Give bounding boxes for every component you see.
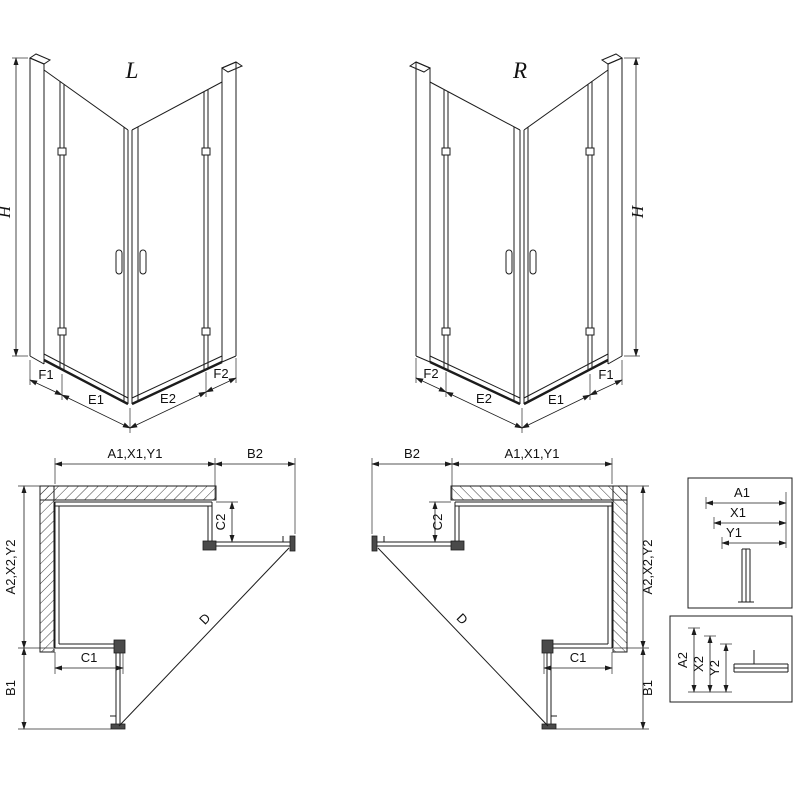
plan-right-b2-label: B2	[404, 446, 420, 461]
iso-right-dim-f2: F2	[423, 366, 438, 381]
plan-right-width-label: A1,X1,Y1	[505, 446, 560, 461]
iso-left-dim-e2: E2	[160, 391, 176, 406]
detail-x1-label: X1	[730, 505, 746, 520]
plan-left-drawing	[18, 458, 295, 729]
detail-box-width-profile: A1 X1 Y1	[687, 477, 793, 609]
iso-right-height-label: H	[628, 204, 647, 219]
detail-box-depth-profile: A2 X2 Y2	[669, 615, 793, 703]
iso-right-title: R	[512, 58, 527, 83]
plan-right-depth-label: A2,X2,Y2	[640, 540, 655, 595]
plan-left-c2-label: C2	[213, 514, 228, 531]
iso-left-dim-f2: F2	[213, 366, 228, 381]
plan-left-c1-label: C1	[81, 650, 98, 665]
detail-y1-label: Y1	[726, 525, 742, 540]
iso-left-dim-e1: E1	[88, 392, 104, 407]
iso-left-height-label: H	[0, 204, 14, 219]
plan-right-c1-label: C1	[570, 650, 587, 665]
iso-left-dim-f1: F1	[38, 367, 53, 382]
plan-left-depth-label: A2,X2,Y2	[3, 540, 18, 595]
plan-right-drawing	[372, 458, 649, 729]
iso-right-dim-f1: F1	[598, 367, 613, 382]
plan-left-width-label: A1,X1,Y1	[108, 446, 163, 461]
detail-a2-label: A2	[675, 652, 690, 668]
plan-left-b2-label: B2	[247, 446, 263, 461]
plan-left-diagonal-label: D	[196, 610, 213, 627]
plan-right-b1-label: B1	[640, 680, 655, 696]
iso-left-title: L	[125, 58, 139, 83]
plan-right-diagonal-label: D	[454, 610, 471, 627]
iso-right-dim-e1: E1	[548, 392, 564, 407]
plan-left-b1-label: B1	[3, 680, 18, 696]
detail-x2-label: X2	[691, 656, 706, 672]
detail-a1-label: A1	[734, 485, 750, 500]
iso-right-dim-e2: E2	[476, 391, 492, 406]
detail-y2-label: Y2	[707, 660, 722, 676]
plan-right-c2-label: C2	[430, 514, 445, 531]
